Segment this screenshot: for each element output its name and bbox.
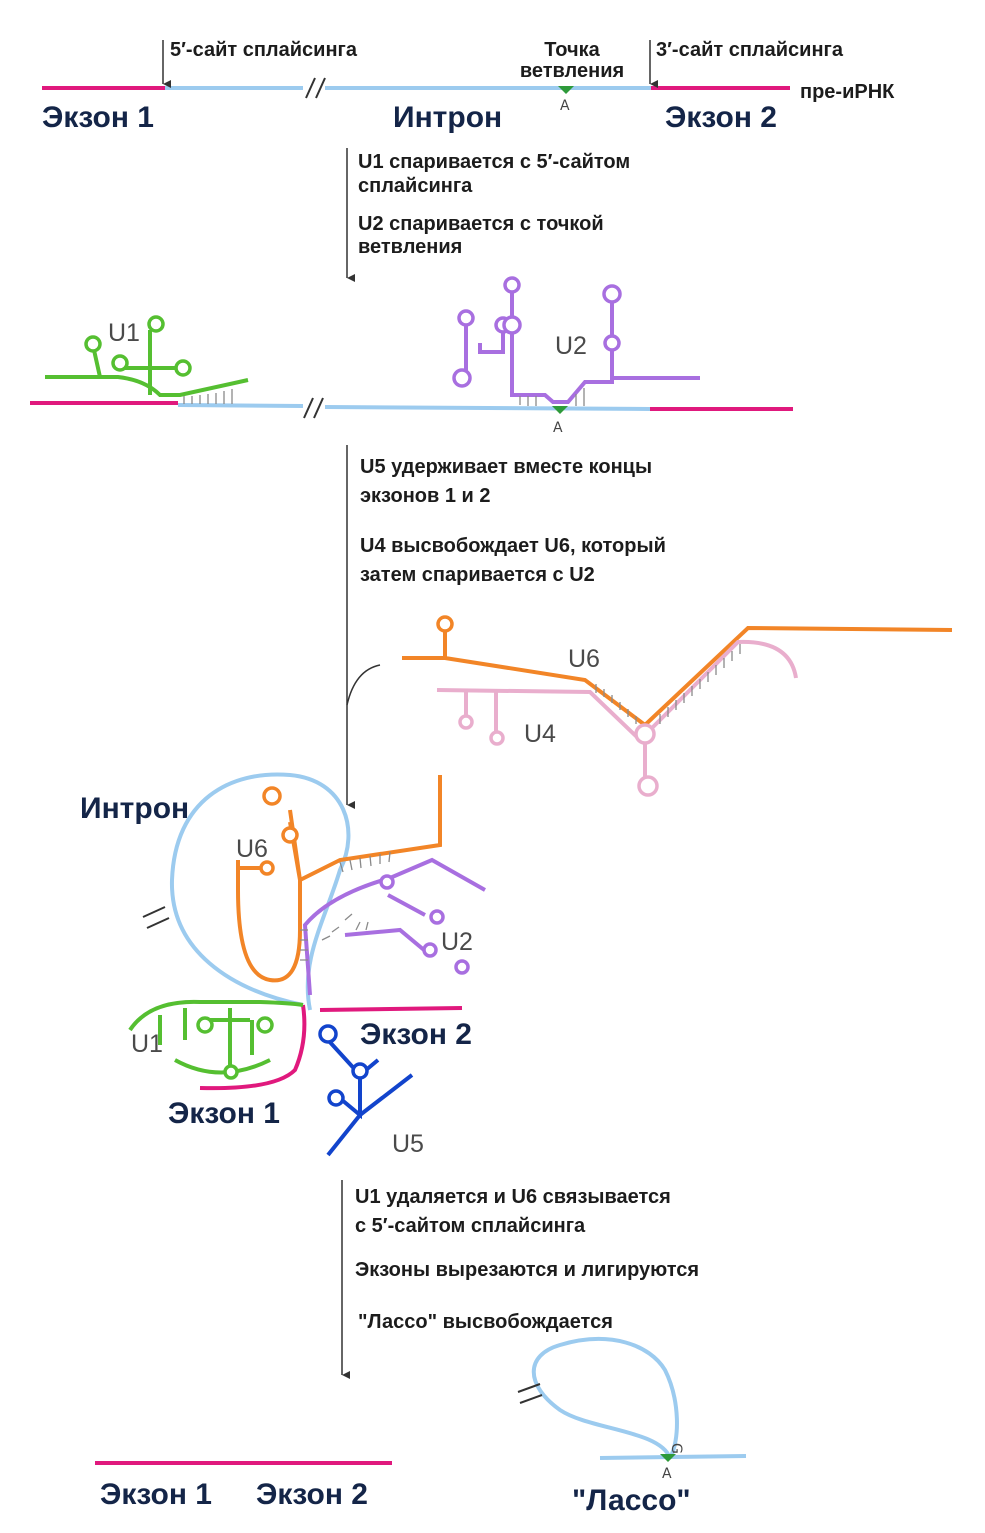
spliceosome-exon2 (319, 1006, 463, 1012)
stage2-branch-point (552, 406, 568, 414)
exon1-label: Экзон 1 (42, 101, 154, 134)
break-mark (305, 77, 326, 99)
step2-line2: экзонов 1 и 2 (360, 485, 491, 507)
step1: U1 спаривается с 5′-сайтом сплайсинга U2… (346, 148, 630, 282)
spliceosome-u6 (236, 775, 442, 983)
spliceosome-exon2-label: Экзон 2 (360, 1018, 472, 1051)
u1-snrna (45, 315, 249, 404)
step3-line1: U1 удаляется и U6 связывается (355, 1186, 671, 1208)
spliceosome-u1 (128, 999, 304, 1075)
step2-branch-curve (346, 664, 381, 706)
exon2-label: Экзон 2 (665, 101, 777, 134)
step1-line4: ветвления (358, 236, 462, 258)
result-exon1-label: Экзон 1 (100, 1478, 212, 1511)
step2: U5 удерживает вместе концы экзонов 1 и 2… (346, 445, 666, 809)
step1-line1: U1 спаривается с 5′-сайтом (358, 151, 630, 173)
u2-snrna (452, 276, 700, 406)
lariat-loop (531, 1337, 747, 1460)
u6-strand (402, 625, 953, 728)
spliceosome-exon1-label: Экзон 1 (168, 1097, 280, 1130)
u4u6-u6-label: U6 (568, 645, 600, 673)
lariat-base-g: G (668, 1443, 684, 1454)
stage2-base-a: A (553, 420, 563, 436)
spliceosome-break-mark (142, 906, 170, 929)
spliceosome-u1-label: U1 (131, 1030, 163, 1058)
step1-line2: сплайсинга (358, 175, 473, 197)
step2-line4: затем спаривается с U2 (360, 564, 595, 586)
spliceosome-u5 (326, 1038, 414, 1157)
u4u6-u4-label: U4 (524, 720, 556, 748)
stage2-u1-label: U1 (108, 319, 140, 347)
lariat-break-mark (517, 1383, 543, 1404)
step3-line2: с 5′-сайтом сплайсинга (355, 1215, 586, 1237)
stage2-intron-right (324, 405, 651, 411)
step3-line3: Экзоны вырезаются и лигируются (355, 1259, 699, 1281)
step3-line4: "Лассо" высвобождается (358, 1311, 613, 1333)
step3: U1 удаляется и U6 связывается с 5′-сайто… (341, 1180, 699, 1379)
result-lariat-label: "Лассо" (572, 1484, 691, 1517)
branch-label-line2: ветвления (520, 60, 624, 82)
spliceosome-u2-label: U2 (441, 928, 473, 956)
site5-label: 5′-сайт сплайсинга (170, 39, 358, 61)
pre-mrna-label: пре-иРНК (800, 81, 895, 103)
result (95, 1337, 747, 1465)
lariat-branch-point (660, 1454, 676, 1462)
branch-point-marker (558, 86, 574, 94)
branch-label-line1: Точка (544, 39, 600, 61)
stage2-intron-left (177, 403, 304, 408)
u4-strand (436, 639, 798, 743)
stage2-u2-label: U2 (555, 332, 587, 360)
step1-line3: U2 спаривается с точкой (358, 213, 604, 235)
branch-base-a: A (560, 98, 570, 114)
intron-label: Интрон (393, 101, 502, 134)
spliceosome-intron-label: Интрон (80, 792, 189, 825)
lariat-base-a: A (662, 1466, 672, 1482)
site3-label: 3′-сайт сплайсинга (656, 39, 844, 61)
step2-line3: U4 высвобождает U6, который (360, 535, 666, 557)
stage2-break-mark (303, 397, 324, 419)
step2-line1: U5 удерживает вместе концы (360, 456, 652, 478)
spliceosome-exon1 (199, 1004, 307, 1091)
spliceosome-u6-label: U6 (236, 835, 268, 863)
stage1-pre-mrna: A 5′-сайт сплайсинга Точка ветвления 3′-… (42, 39, 895, 134)
spliceosome-u5-label: U5 (392, 1130, 424, 1158)
result-exon2-label: Экзон 2 (256, 1478, 368, 1511)
stage2: A U1 U2 (30, 276, 793, 436)
spliceosome (128, 772, 486, 1157)
u4-u6-complex (402, 615, 953, 797)
